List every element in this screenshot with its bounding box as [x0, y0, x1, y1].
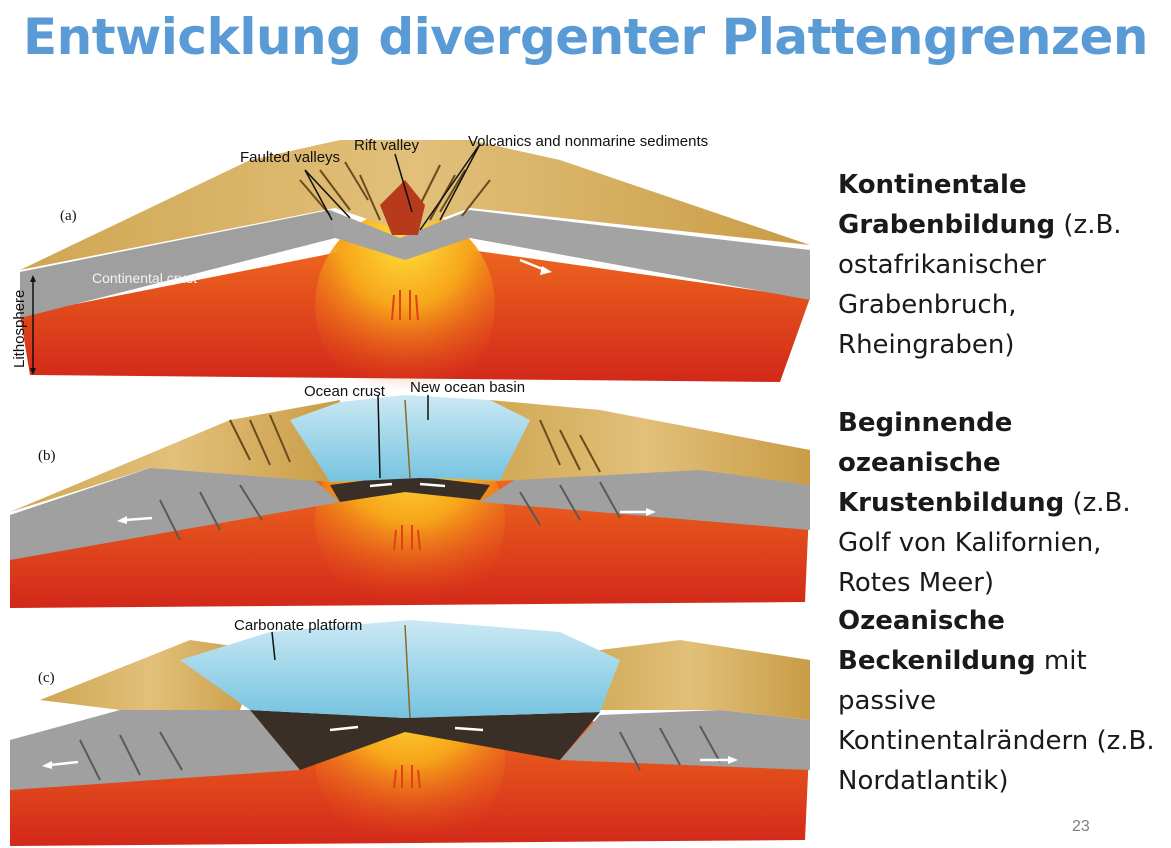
description-1-text: (z.B. ostafrikanischer Grabenbruch, Rhei…	[838, 210, 1122, 360]
label-rift-valley: Rift valley	[354, 137, 420, 154]
panel-c: (c) Carbonate platform	[10, 617, 810, 848]
panel-b: (b) Ocean crust New ocean basin	[10, 379, 810, 610]
panel-c-letter: (c)	[38, 670, 55, 686]
label-lithosphere: Lithosphere	[11, 290, 28, 368]
panel-b-letter: (b)	[38, 448, 56, 464]
panel-a-letter: (a)	[60, 208, 77, 224]
label-volcanics: Volcanics and nonmarine sediments	[468, 133, 708, 150]
description-3-bold: Ozeanische Beckenildung	[838, 606, 1036, 676]
description-2-bold: Beginnende ozeanische Krustenbildung	[838, 408, 1065, 518]
page-title: Entwicklung divergenter Plattengrenzen	[22, 8, 1149, 66]
description-2-text: (z.B. Golf von Kalifornien, Rotes Meer)	[838, 488, 1131, 598]
label-carbonate-platform: Carbonate platform	[234, 617, 362, 634]
description-ocean-crust-formation: Beginnende ozeanische Krustenbildung (z.…	[838, 403, 1168, 603]
panel-a: (a) Faulted valleys Rift valley Volcanic…	[11, 133, 810, 400]
description-3-text: mit passive Kontinentalrändern (z.B. Nor…	[838, 646, 1155, 796]
description-ocean-basin: Ozeanische Beckenildung mit passive Kont…	[838, 601, 1168, 801]
label-continental-crust: Continental crust	[92, 270, 197, 286]
label-faulted-valleys: Faulted valleys	[240, 149, 340, 166]
description-1-bold: Kontinentale Grabenbildung	[838, 170, 1056, 240]
rift-diagram: (a) Faulted valleys Rift valley Volcanic…	[0, 120, 810, 848]
description-continental-rifting: Kontinentale Grabenbildung (z.B. ostafri…	[838, 165, 1168, 365]
label-new-ocean-basin: New ocean basin	[410, 379, 525, 396]
page-number: 23	[1072, 818, 1090, 835]
rift-diagram-svg: (a) Faulted valleys Rift valley Volcanic…	[10, 133, 810, 848]
label-ocean-crust: Ocean crust	[304, 383, 386, 400]
